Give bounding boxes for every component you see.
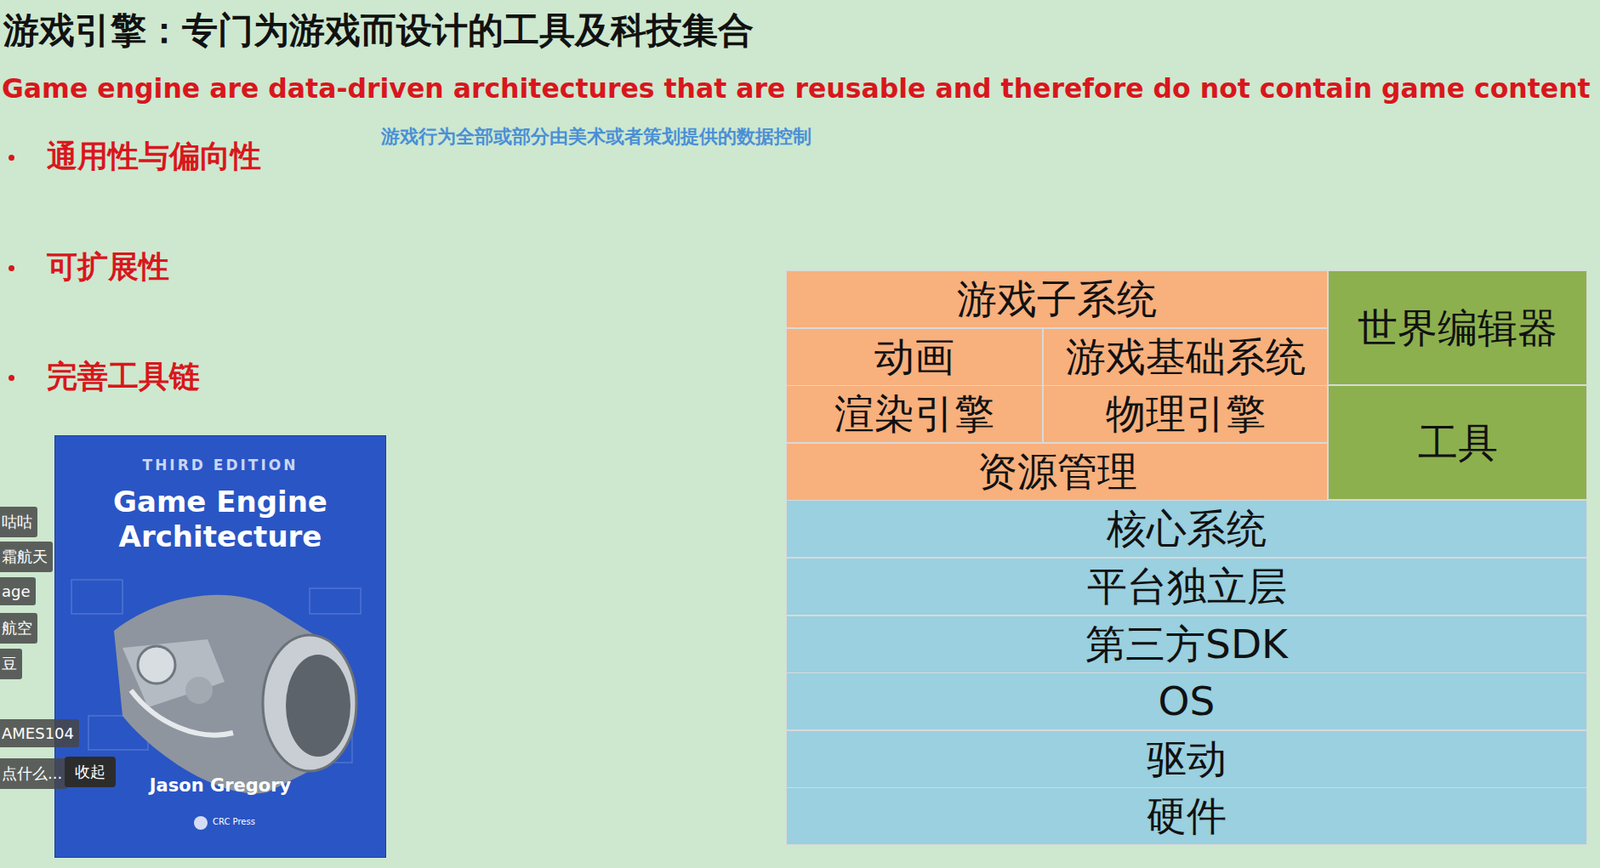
layer-label: 核心系统: [1106, 506, 1267, 552]
layer-label: 平台独立层: [1087, 564, 1287, 610]
sidebar-tag: age: [0, 577, 36, 606]
engine-layer-box: 资源管理: [785, 443, 1328, 502]
layer-label: 资源管理: [977, 449, 1138, 495]
layer-label: 物理引擎: [1105, 392, 1266, 437]
sidebar-tag: AMES104: [0, 719, 80, 748]
engine-layer-box: 物理引擎: [1042, 385, 1328, 444]
engine-layer-box: 世界编辑器: [1327, 270, 1588, 386]
layer-label: 世界编辑器: [1357, 306, 1558, 351]
bullet-dot: [8, 265, 15, 272]
sidebar-tag: 霜航天: [0, 541, 53, 573]
book-edition: THIRD EDITION: [54, 456, 387, 474]
engine-layer-box: 第三方SDK: [785, 615, 1588, 674]
engine-layer-box: 驱动: [785, 730, 1588, 789]
engine-layer-box: OS: [785, 672, 1588, 731]
book-publisher: CRC Press: [212, 817, 256, 827]
engine-layer-box: 平台独立层: [785, 558, 1588, 616]
book-title: Game Engine Architecture: [54, 484, 387, 555]
engine-layer-box: 硬件: [785, 787, 1588, 846]
engine-layer-box: 动画: [785, 328, 1043, 387]
layer-label: 第三方SDK: [1085, 622, 1288, 667]
engine-layer-box: 工具: [1327, 385, 1588, 501]
bullet-text: 通用性与偏向性: [46, 136, 262, 178]
bullet-dot: [8, 154, 15, 161]
red-subtitle: Game engine are data-driven architecture…: [1, 73, 1591, 104]
bullet-text: 完善工具链: [46, 356, 200, 399]
bullet-text: 可扩展性: [46, 246, 170, 289]
layer-label: 游戏子系统: [956, 277, 1157, 322]
layer-label: 渲染引擎: [834, 392, 995, 437]
sidebar-tag: 收起: [64, 757, 116, 788]
blue-note: 游戏行为全部或部分由美术或者策划提供的数据控制: [381, 124, 812, 150]
engine-layer-box: 游戏子系统: [785, 270, 1328, 329]
layer-label: 硬件: [1146, 794, 1227, 839]
engine-layer-box: 游戏基础系统: [1042, 328, 1328, 387]
layer-label: 动画: [874, 335, 955, 380]
layer-label: 驱动: [1146, 737, 1227, 782]
sidebar-tag: 航空: [0, 613, 38, 644]
layer-label: 工具: [1417, 421, 1498, 466]
engine-layer-box: 核心系统: [785, 500, 1588, 559]
sidebar-tag: 点什么...: [0, 758, 68, 790]
layer-label: 游戏基础系统: [1065, 335, 1306, 380]
engine-layer-box: 渲染引擎: [785, 385, 1043, 444]
sidebar-tag: 豆: [0, 649, 23, 680]
page-title: 游戏引擎：专门为游戏而设计的工具及科技集合: [3, 6, 754, 55]
layer-label: OS: [1158, 679, 1216, 724]
bullet-dot: [8, 375, 15, 382]
sidebar-tag: 咕咕: [0, 506, 38, 538]
